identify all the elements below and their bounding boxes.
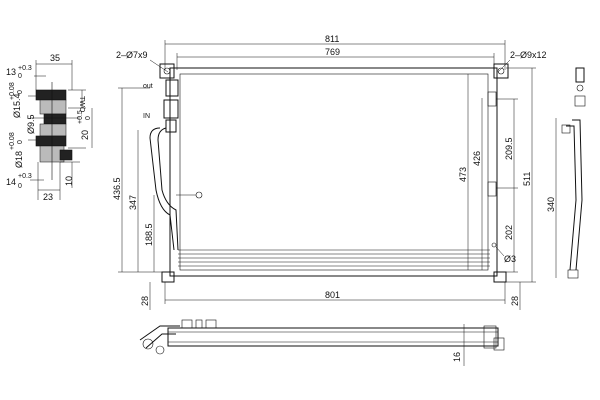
dim-209-5: 209.5 bbox=[504, 137, 514, 160]
dim-13-tol: +0.3 bbox=[18, 65, 32, 72]
dim-20-tol: +0.5 bbox=[77, 110, 84, 124]
dim-14-tol: +0.3 bbox=[18, 173, 32, 180]
dim-13: 13 bbox=[6, 67, 16, 77]
dim-347: 347 bbox=[128, 195, 138, 210]
port-two-label: TWO bbox=[78, 96, 85, 113]
mount-holes-left-label: 2–Ø7x9 bbox=[116, 50, 148, 60]
dim-d3: Ø3 bbox=[504, 254, 516, 264]
dim-10: 10 bbox=[64, 176, 74, 186]
dim-340: 340 bbox=[546, 197, 556, 212]
dim-811: 811 bbox=[325, 34, 339, 44]
condenser-top-view: 16 bbox=[139, 319, 505, 366]
dim-14: 14 bbox=[6, 177, 16, 187]
dim-18: Ø18 bbox=[14, 151, 24, 168]
dim-769: 769 bbox=[325, 47, 340, 57]
fitting-detail: 35 13 +0.3 0 TWO Ø15.4 +0.08 0 Ø9.5 Ø18 … bbox=[6, 53, 93, 202]
condenser-side-view: 340 bbox=[546, 67, 586, 279]
dim-473: 473 bbox=[458, 167, 468, 182]
dim-15-4-tol: +0.08 bbox=[9, 82, 16, 100]
dim-13-tol2: 0 bbox=[18, 73, 22, 80]
dim-202: 202 bbox=[504, 225, 514, 240]
dim-14-tol2: 0 bbox=[18, 183, 22, 190]
dim-35: 35 bbox=[50, 53, 60, 63]
dim-20: 20 bbox=[80, 130, 90, 140]
condenser-front-view: 811 769 2–Ø7x9 2–Ø9x12 out IN bbox=[112, 34, 547, 310]
dim-511: 511 bbox=[522, 172, 532, 186]
dim-9-5: Ø9.5 bbox=[26, 114, 36, 134]
port-out-label: out bbox=[143, 83, 153, 90]
dim-28-right: 28 bbox=[510, 296, 520, 306]
mount-holes-right-label: 2–Ø9x12 bbox=[510, 50, 547, 60]
port-in-label: IN bbox=[143, 113, 150, 120]
dim-436-5: 436.5 bbox=[112, 177, 122, 200]
dim-28-left: 28 bbox=[140, 296, 150, 306]
dim-20-tol2: 0 bbox=[85, 116, 92, 120]
dim-801: 801 bbox=[325, 290, 340, 300]
dim-16: 16 bbox=[452, 352, 462, 362]
dim-18-tol: +0.08 bbox=[9, 132, 16, 150]
dim-23: 23 bbox=[43, 192, 53, 202]
dim-188-5: 188.5 bbox=[144, 223, 154, 246]
dim-18-tol2: 0 bbox=[17, 140, 24, 144]
dim-426: 426 bbox=[472, 151, 482, 166]
dim-15-4-tol2: 0 bbox=[17, 90, 24, 94]
dim-15-4: Ø15.4 bbox=[12, 93, 22, 118]
